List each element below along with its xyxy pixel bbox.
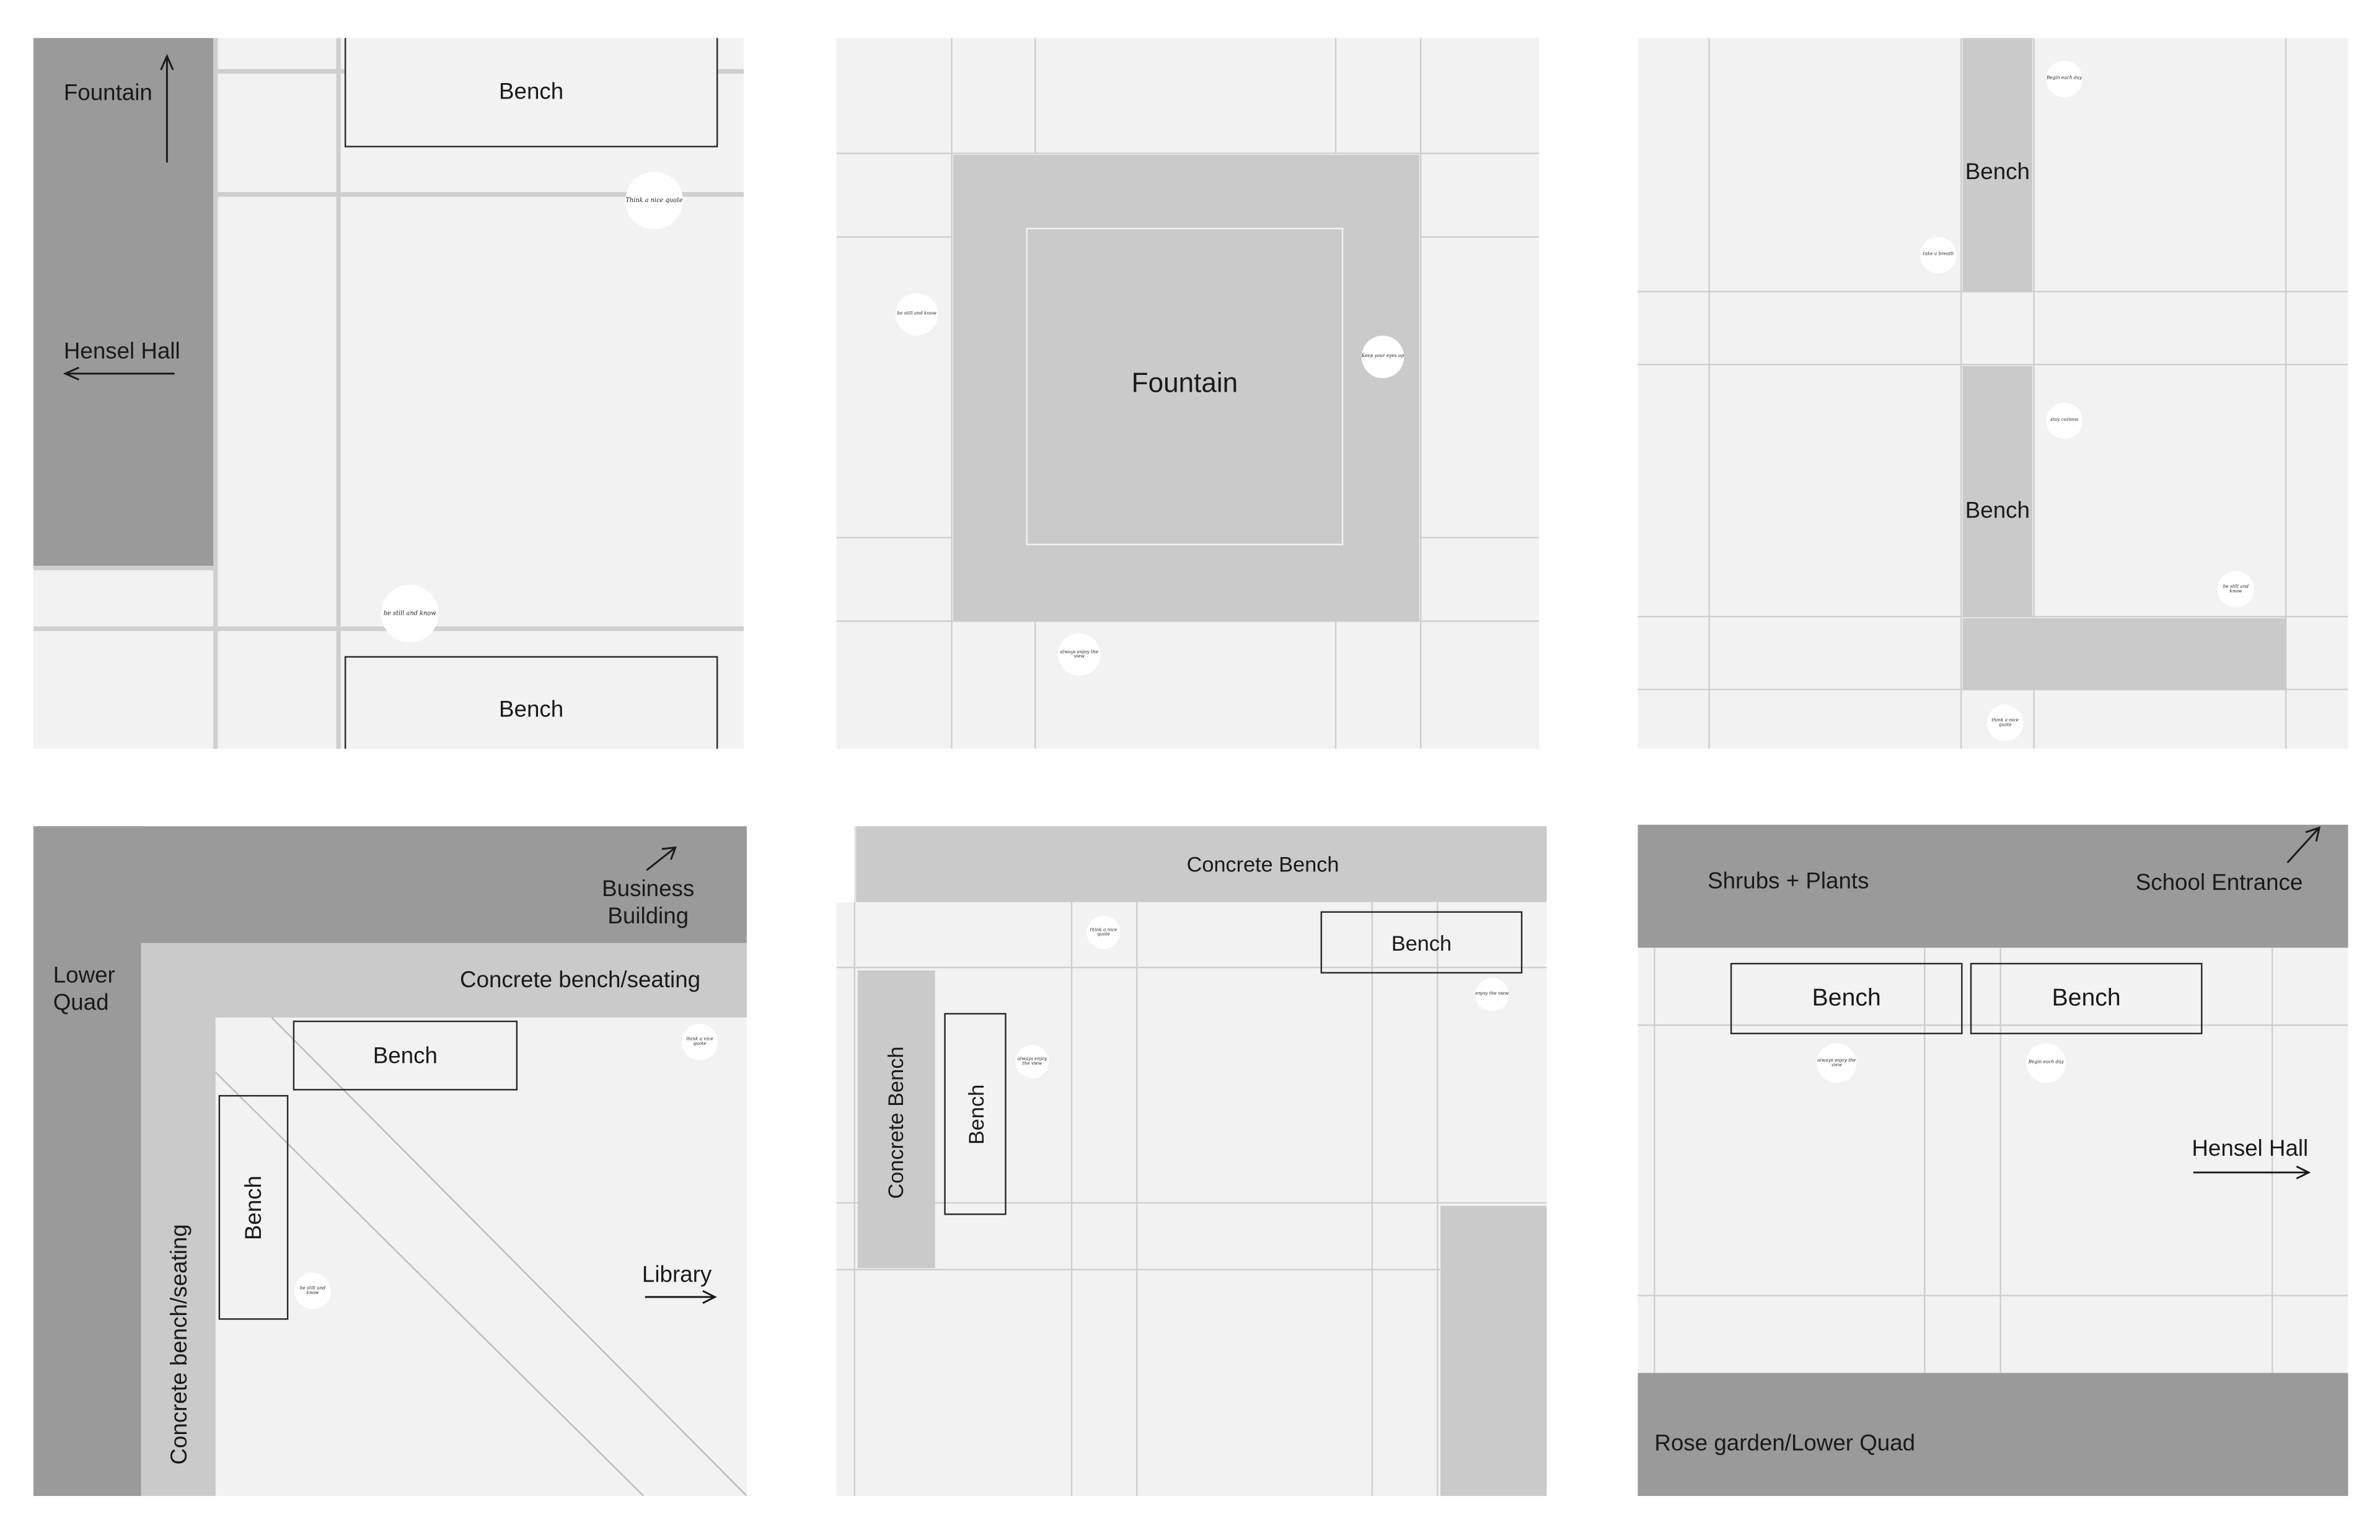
planter-block	[1440, 1205, 1547, 1496]
panel-6-paving-lines	[1637, 826, 2348, 1373]
panel-bench-corridor: Bench Bench Begin each day take a breath…	[1637, 38, 2348, 749]
quote-marker: be still and know	[381, 584, 439, 643]
label-business-building: Business Building	[602, 876, 695, 930]
label-shrubs-plants: Shrubs + Plants	[1708, 868, 1869, 895]
bench-vertical: Bench	[218, 1094, 289, 1320]
quote-marker: Begin each day	[2046, 61, 2083, 97]
label-fountain: Fountain	[1131, 367, 1238, 398]
concrete-bench-top	[856, 826, 1547, 902]
quote-marker: Keep your eyes up	[1361, 335, 1404, 379]
quote-marker: think a nice quote	[681, 1023, 718, 1060]
label-bench-vertical: Bench	[240, 1175, 267, 1240]
panel-3-paving-lines	[1637, 38, 2348, 749]
arrow-ne-head	[661, 846, 677, 860]
panel-concrete-benches: Concrete Bench Concrete Bench Bench Benc…	[836, 826, 1547, 1496]
label-concrete-bench-side: Concrete Bench	[883, 1046, 908, 1199]
building-hensel-hall	[33, 38, 214, 568]
panel-fountain-hensel: Fountain Hensel Hall Bench Bench Think a…	[33, 38, 744, 749]
bench-horizontal: Bench	[293, 1020, 518, 1091]
quote-marker: stay curious	[2046, 402, 2083, 439]
quote-marker: take a breath	[1919, 237, 1957, 274]
quote-marker: always enjoy the view	[1057, 633, 1101, 676]
label-bench-mid: Bench	[1965, 498, 2030, 524]
fountain-basin	[1026, 227, 1344, 545]
bench-top-block	[1962, 38, 2033, 292]
arrow-ne	[646, 847, 676, 871]
concrete-bench-side	[857, 970, 935, 1269]
quote-marker: enjoy the view	[1475, 978, 1509, 1012]
quote-marker: always enjoy the view	[1817, 1043, 1857, 1083]
arrow-ne-head	[2305, 826, 2321, 842]
bench-bottom: Bench	[344, 656, 718, 749]
bench-vertical: Bench	[944, 1013, 1007, 1215]
lower-quad-strip	[33, 826, 141, 1496]
arrow-right-head	[2296, 1165, 2311, 1180]
shrubs-plants-strip	[1637, 824, 2348, 948]
label-concrete-bench-top: Concrete Bench	[1186, 851, 1339, 877]
label-bench-vertical: Bench	[963, 1083, 988, 1145]
quote-marker: be still and know	[294, 1272, 331, 1309]
label-fountain: Fountain	[63, 80, 152, 107]
bench-top: Bench	[344, 38, 718, 147]
concrete-seating-side	[141, 943, 216, 1496]
panel-fountain-plaza: Fountain be still and know Keep your eye…	[836, 38, 1540, 749]
bench-left: Bench	[1730, 962, 1963, 1034]
quote-marker: always enjoy the view	[1015, 1045, 1049, 1078]
quote-marker: think a nice quote	[1086, 915, 1121, 949]
label-hensel-hall: Hensel Hall	[63, 338, 180, 365]
panel-school-entrance: Shrubs + Plants School Entrance Bench Be…	[1637, 824, 2348, 1496]
bench-base-block	[1962, 618, 2286, 690]
panel-2-paving-lines	[836, 38, 1540, 749]
label-lower-quad: Lower Quad	[53, 962, 115, 1016]
concrete-seating-top	[141, 943, 747, 1018]
quote-marker: Think a nice quote	[625, 171, 684, 230]
label-school-entrance: School Entrance	[2135, 870, 2303, 896]
panel-5-paving-lines	[836, 826, 1547, 1496]
arrow-up-head	[160, 54, 174, 71]
panel-business-library: Business Building Lower Quad Concrete be…	[33, 826, 747, 1496]
quote-marker: think a nice quote	[1986, 705, 2024, 741]
quote-marker: Begin each day	[2026, 1043, 2066, 1083]
label-rose-garden: Rose garden/Lower Quad	[1654, 1430, 1916, 1457]
arrow-left-head	[63, 366, 79, 381]
arrow-right-head	[702, 1290, 717, 1305]
label-hensel-hall: Hensel Hall	[2192, 1136, 2309, 1162]
label-bench-top: Bench	[1965, 159, 2030, 185]
label-concrete-seating-side: Concrete bench/seating	[167, 1224, 193, 1465]
page-margin-strip	[836, 826, 855, 902]
diagonal-path	[271, 1017, 747, 1496]
quote-marker: be still and know	[895, 293, 938, 336]
bench-horizontal: Bench	[1320, 911, 1523, 974]
quote-marker: be still and know	[2217, 571, 2254, 608]
rose-garden-strip	[1637, 1373, 2348, 1496]
building-business	[33, 826, 747, 943]
label-concrete-seating-top: Concrete bench/seating	[460, 967, 701, 993]
bench-mid-block	[1962, 366, 2033, 617]
bench-right: Bench	[1970, 962, 2203, 1034]
arrow-ne	[2286, 829, 2319, 863]
label-library: Library	[641, 1262, 712, 1288]
